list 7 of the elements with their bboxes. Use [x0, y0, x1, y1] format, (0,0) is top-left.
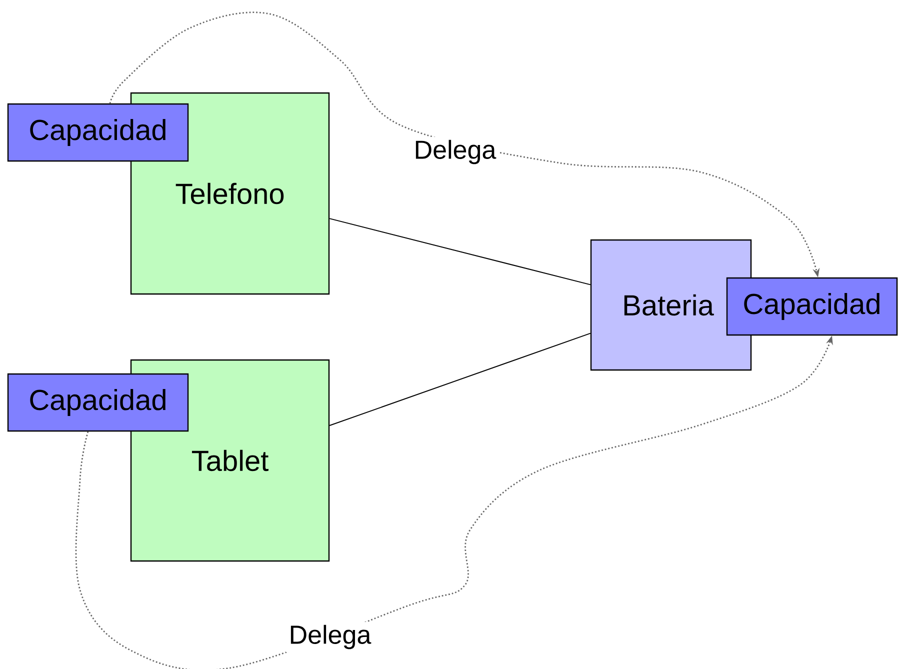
- attribute-box: Capacidad: [7, 373, 189, 432]
- attribute-box: Capacidad: [7, 103, 189, 162]
- edge-label: Delega: [286, 622, 374, 652]
- edge-label: Delega: [410, 136, 500, 168]
- connector-line: [329, 332, 591, 426]
- connector-line: [329, 218, 591, 286]
- attribute-box: Capacidad: [726, 277, 898, 336]
